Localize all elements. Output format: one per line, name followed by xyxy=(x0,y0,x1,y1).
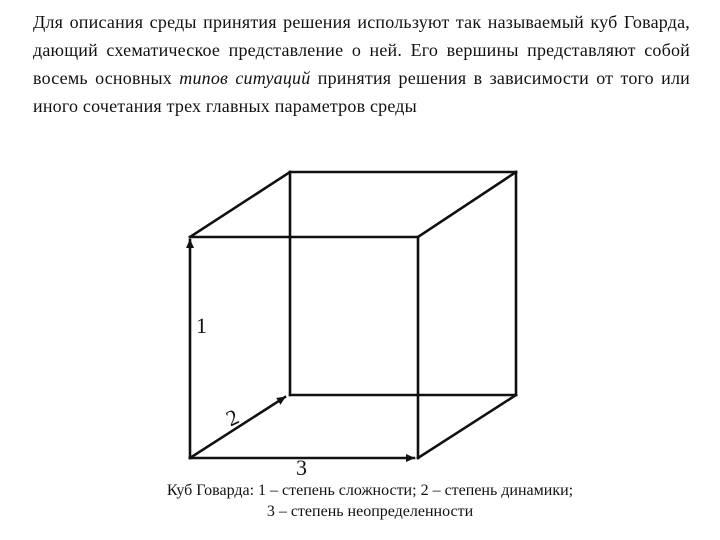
caption-line-1: Куб Говарда: 1 – степень сложности; 2 – … xyxy=(166,482,574,499)
figure-caption: Куб Говарда: 1 – степень сложности; 2 – … xyxy=(110,480,630,522)
axis-1-label: 1 xyxy=(196,313,207,338)
axis-2-arrow xyxy=(188,395,287,460)
cube-edge-connect-top-right xyxy=(416,170,518,239)
intro-text-part2: принятия решения в зависимости от того и… xyxy=(33,68,690,116)
axis-3-label: 3 xyxy=(296,455,307,480)
intro-paragraph: Для описания среды принятия решения испо… xyxy=(33,8,690,120)
caption-line-2: 3 – степень неопределенности xyxy=(266,503,474,520)
cube-edge-connect-top-left xyxy=(188,170,292,239)
intro-text-part1: Для описания среды принятия решения испо… xyxy=(33,12,690,88)
cube-edge-connect-bottom-right xyxy=(416,393,518,460)
intro-text-italic: типов ситуаций xyxy=(179,68,311,88)
